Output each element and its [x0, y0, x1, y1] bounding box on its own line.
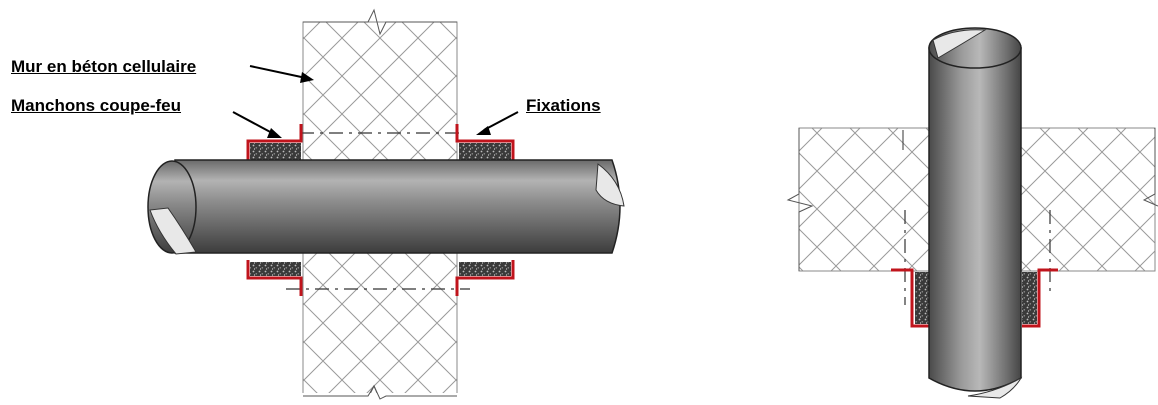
right-section-drawing	[786, 27, 1158, 399]
fixings-leader-arrow	[483, 111, 519, 131]
wall-break-top	[303, 8, 457, 36]
fire-sleeve-top-right	[455, 124, 515, 162]
fire-sleeve-left	[891, 268, 930, 328]
fixings-label: Fixations	[526, 96, 601, 115]
fire-sleeve-bottom-left	[246, 260, 303, 296]
sleeves-leader-arrow	[232, 111, 275, 135]
fire-sleeve-top-left	[246, 124, 303, 162]
pipe-horizontal	[147, 159, 625, 255]
wall-leader-arrow	[249, 65, 307, 79]
left-section-drawing	[147, 8, 625, 401]
slab-break-right	[1142, 128, 1158, 207]
pipe-cut-end-bottom	[967, 376, 1023, 399]
pipe-cut-end-right	[595, 163, 625, 207]
sleeves-label: Manchons coupe-feu	[11, 96, 182, 115]
wall-label: Mur en béton cellulaire	[11, 57, 197, 76]
pipe-vertical	[928, 27, 1023, 399]
fire-sleeve-bottom-right	[455, 260, 515, 296]
fire-sleeve-right	[1022, 268, 1058, 328]
slab-break-left	[786, 128, 814, 271]
